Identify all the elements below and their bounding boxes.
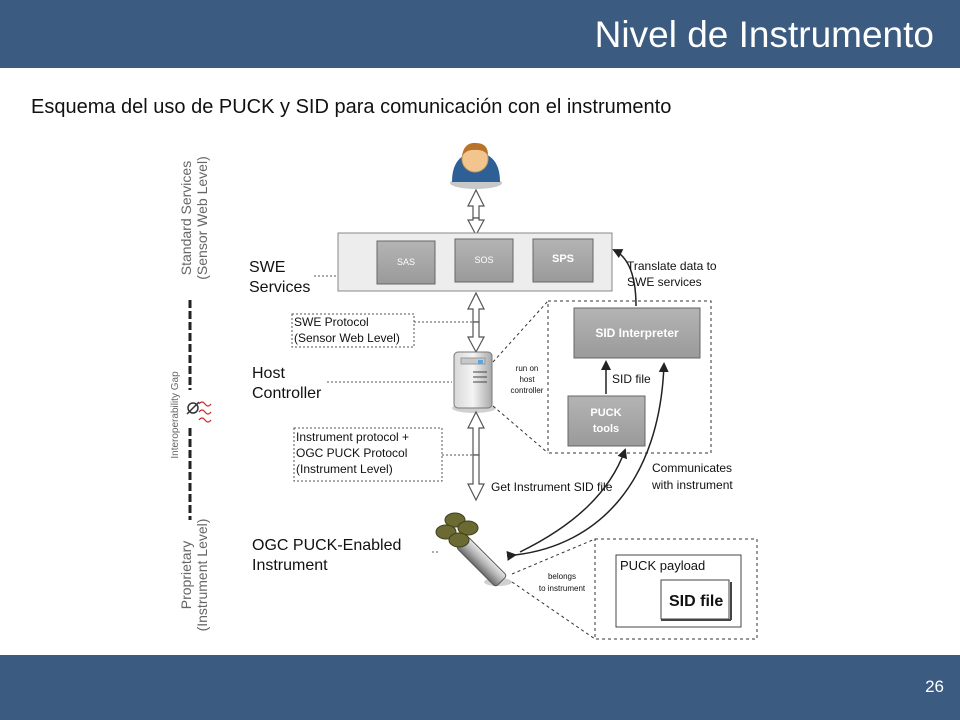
level-proprietary-line2: (Instrument Level) bbox=[194, 519, 210, 632]
instrument-label-line2: Instrument bbox=[252, 557, 328, 574]
instrument-label-line1: OGC PUCK-Enabled bbox=[252, 537, 401, 554]
sid-file-label: SID file bbox=[612, 372, 651, 386]
level-standard-services: Standard Services (Sensor Web Level) bbox=[178, 156, 210, 279]
run-on-line1: run on bbox=[516, 364, 539, 373]
payload-box bbox=[594, 538, 758, 640]
instrument-icon bbox=[435, 512, 512, 587]
level-gap-label: Interoperability Gap bbox=[170, 371, 181, 459]
swe-protocol-box bbox=[291, 313, 415, 348]
level-proprietary-line1: Proprietary bbox=[178, 541, 194, 609]
level-standard-line1: Standard Services bbox=[178, 161, 194, 275]
communicates-line2: with instrument bbox=[651, 478, 733, 492]
controller-zoom-line-top bbox=[492, 300, 549, 363]
sid-interpreter-box bbox=[573, 307, 701, 359]
instrument-protocol-line2: OGC PUCK Protocol bbox=[296, 446, 407, 460]
sos-label: SOS bbox=[474, 255, 493, 265]
slide-subtitle: Esquema del uso de PUCK y SID para comun… bbox=[31, 96, 672, 118]
payload-zoom-line-top bbox=[511, 538, 596, 575]
translate-line1: Translate data to bbox=[627, 259, 717, 273]
communicates-arrow bbox=[506, 362, 669, 561]
services-host-connector bbox=[467, 291, 485, 354]
host-controller-label-line1: Host bbox=[252, 365, 285, 382]
footer-bar: 26 bbox=[0, 655, 960, 720]
swe-protocol-line2: (Sensor Web Level) bbox=[294, 331, 400, 345]
get-sid-arrow bbox=[519, 448, 628, 553]
user-services-connector bbox=[467, 188, 485, 237]
belongs-line1: belongs bbox=[548, 572, 576, 581]
sos-box bbox=[454, 238, 514, 283]
level-proprietary: Proprietary (Instrument Level) bbox=[178, 519, 210, 632]
puck-tools-line1: PUCK bbox=[590, 407, 621, 419]
swe-services-label-line1: SWE bbox=[249, 259, 285, 276]
payload-sid-file-label: SID file bbox=[669, 593, 723, 610]
sid-interpreter-label: SID Interpreter bbox=[595, 326, 679, 340]
instrument-protocol-box bbox=[293, 427, 443, 482]
sas-label: SAS bbox=[397, 257, 415, 267]
sps-label: SPS bbox=[552, 253, 574, 265]
host-controller-label-line2: Controller bbox=[252, 385, 322, 402]
belongs-line2: to instrument bbox=[539, 584, 586, 593]
slide-title: Nivel de Instrumento bbox=[594, 14, 934, 55]
run-on-line3: controller bbox=[511, 386, 544, 395]
gap-symbol bbox=[186, 401, 212, 423]
instrument-protocol-line1: Instrument protocol + bbox=[296, 430, 409, 444]
run-on-line2: host bbox=[519, 375, 535, 384]
title-bar: Nivel de Instrumento bbox=[0, 0, 960, 68]
sas-box bbox=[376, 240, 436, 285]
translate-line2: SWE services bbox=[627, 275, 702, 289]
level-standard-line2: (Sensor Web Level) bbox=[194, 156, 210, 279]
get-sid-label: Get Instrument SID file bbox=[491, 480, 613, 494]
translate-arrow bbox=[612, 249, 637, 307]
puck-tools-box bbox=[567, 395, 646, 447]
server-icon bbox=[452, 351, 496, 413]
sps-box bbox=[532, 238, 594, 283]
controller-zoom-line-bottom bbox=[492, 405, 549, 454]
user-icon bbox=[450, 142, 502, 189]
host-instrument-connector bbox=[467, 410, 485, 502]
swe-protocol-line1: SWE Protocol bbox=[294, 315, 369, 329]
communicates-line1: Communicates bbox=[652, 461, 732, 475]
swe-services-label-line2: Services bbox=[249, 279, 310, 296]
puck-payload-label: PUCK payload bbox=[620, 558, 705, 573]
payload-zoom-line-bottom bbox=[511, 581, 596, 640]
puck-tools-line2: tools bbox=[593, 423, 619, 435]
page-number: 26 bbox=[925, 677, 944, 696]
instrument-protocol-line3: (Instrument Level) bbox=[296, 462, 393, 476]
